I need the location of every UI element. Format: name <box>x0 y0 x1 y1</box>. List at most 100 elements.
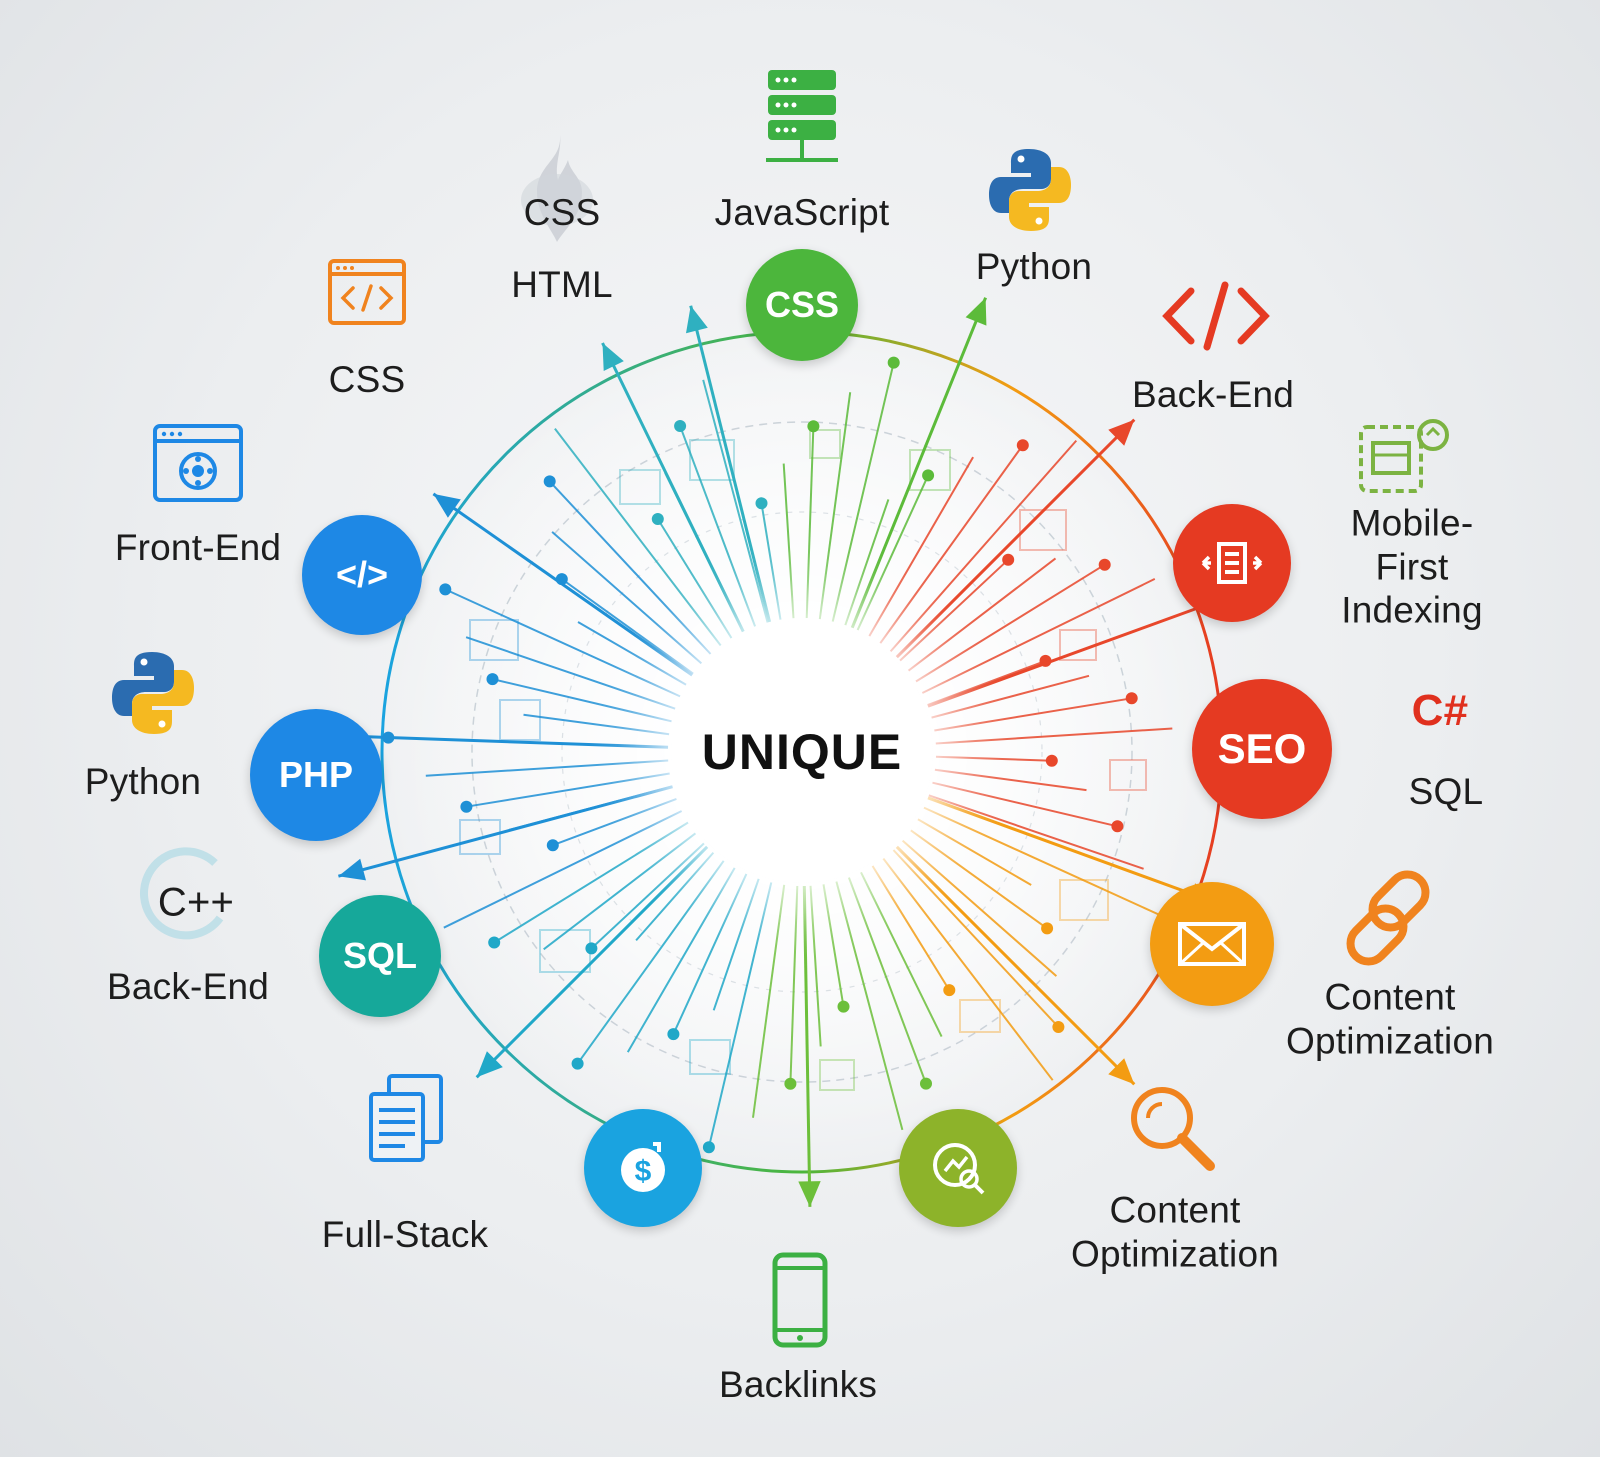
circuit-block <box>909 449 951 491</box>
ray-dot <box>807 420 820 433</box>
ray-line <box>871 865 951 991</box>
dollar-node[interactable]: $ <box>584 1109 702 1227</box>
ray-dot <box>546 839 559 852</box>
code-tag-icon <box>1162 281 1270 351</box>
ray-dot <box>543 475 556 488</box>
ray-dot <box>1002 553 1015 566</box>
arrow-head <box>338 858 366 881</box>
ray-dot <box>667 1028 680 1041</box>
arrow-line <box>802 885 812 1207</box>
seo-node[interactable]: SEO <box>1192 679 1332 819</box>
center-node[interactable]: UNIQUE <box>671 621 933 883</box>
ray-dot <box>943 984 956 997</box>
ray-line <box>552 797 677 847</box>
ray-dot <box>486 673 499 686</box>
ray-line <box>465 636 676 710</box>
center-label: UNIQUE <box>701 724 903 780</box>
ray-line <box>707 882 773 1148</box>
label-content-opt-right: Content Optimization <box>1285 976 1495 1061</box>
dashed-ring-inner <box>561 511 1043 993</box>
ray-dot <box>920 1077 932 1090</box>
ray-line <box>835 881 904 1131</box>
ray-dot <box>488 936 501 949</box>
ray-line <box>782 463 795 619</box>
label-cpp: C++ <box>157 880 235 925</box>
ray-dot <box>755 497 768 510</box>
arrow-line <box>927 796 1217 904</box>
ray-line <box>879 444 1024 644</box>
smartphone-icon <box>772 1252 828 1348</box>
arrow-line <box>432 492 694 677</box>
arrow-line <box>338 785 673 878</box>
ray-line <box>907 557 1057 672</box>
link-icon <box>1346 870 1430 966</box>
ray-line <box>831 362 895 622</box>
arrows <box>327 297 1240 1207</box>
ray-dot <box>1098 558 1111 571</box>
dollar-icon: $ <box>621 1142 665 1192</box>
ray-line <box>809 885 822 1047</box>
ray-line <box>934 697 1132 732</box>
code-node[interactable]: </> <box>302 515 422 635</box>
arrow-line <box>895 845 1136 1086</box>
label-javascript: JavaScript <box>714 192 890 234</box>
arrow-line <box>850 297 987 629</box>
ray-line <box>656 518 733 639</box>
ray-line <box>935 727 1173 745</box>
label-mobile-first: Mobile-First Indexing <box>1341 502 1483 631</box>
python-logo-icon-left <box>112 652 194 734</box>
ray-line <box>576 860 725 1065</box>
browser-window-icon <box>153 424 243 502</box>
ray-dot <box>1045 754 1058 767</box>
svg-text:$: $ <box>635 1155 652 1188</box>
ray-line <box>805 426 815 619</box>
ray-line <box>931 674 1090 719</box>
arrow-line <box>927 591 1240 708</box>
circuit-block <box>619 469 661 505</box>
arrow-line <box>327 733 669 749</box>
ray-line <box>789 885 799 1084</box>
circuit-block <box>959 999 1001 1033</box>
ray-line <box>860 871 943 1038</box>
ray-line <box>934 768 1087 792</box>
arrow-line <box>895 418 1136 659</box>
circuit-block <box>459 819 501 855</box>
arrow-head <box>602 343 624 371</box>
ray-line <box>702 379 769 623</box>
analytics-node[interactable] <box>899 1109 1017 1227</box>
arrow-head <box>686 305 708 334</box>
ray-line <box>466 772 670 808</box>
css-node[interactable]: CSS <box>746 249 858 361</box>
ray-dot <box>439 583 452 596</box>
mail-node[interactable] <box>1150 882 1274 1006</box>
sql-node-label: SQL <box>342 935 417 976</box>
arrow-head <box>798 1181 821 1207</box>
ray-line <box>921 578 1156 694</box>
ray-dot <box>571 1057 584 1070</box>
elementor-node[interactable] <box>1173 504 1291 622</box>
ray-line <box>822 884 845 1007</box>
php-node[interactable]: PHP <box>250 709 382 841</box>
circuit-block <box>469 619 519 661</box>
label-fullstack: Full-Stack <box>321 1214 489 1256</box>
ray-line <box>561 578 694 675</box>
label-python-left: Python <box>84 761 202 803</box>
label-backlinks: Backlinks <box>718 1364 878 1406</box>
code-window-icon <box>328 259 406 325</box>
ray-line <box>543 832 697 951</box>
label-content-opt-bottom: Content Optimization <box>1070 1189 1280 1274</box>
ray-line <box>915 563 1106 683</box>
sql-node[interactable]: SQL <box>319 895 441 1017</box>
ray-dot <box>460 800 473 813</box>
circuit-block <box>819 1059 855 1091</box>
ray-dot <box>1125 692 1138 705</box>
arrow-head <box>965 297 987 326</box>
ray-dot <box>1016 439 1029 452</box>
label-css-top-left: CSS <box>523 192 601 234</box>
label-html: HTML <box>511 264 613 306</box>
ray-line <box>882 857 1054 1081</box>
dashed-ring <box>471 421 1133 1083</box>
label-csharp: C# <box>1411 686 1469 736</box>
cpp-ring-icon <box>140 847 224 940</box>
ray-line <box>712 878 760 1011</box>
